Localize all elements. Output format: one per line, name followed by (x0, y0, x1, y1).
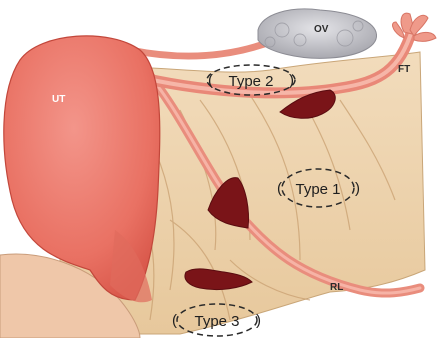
ovarian-ligament (130, 40, 275, 56)
type-2-paren-right: ) (289, 72, 294, 89)
type-3-paren-right: ) (256, 312, 261, 329)
round-ligament-label: RL (330, 282, 343, 293)
type-3-paren-left: ( (172, 312, 177, 329)
uterus-label: UT (52, 94, 65, 105)
type-1-paren-left: ( (277, 180, 282, 197)
type-1-paren-right: ) (355, 180, 360, 197)
type-1-label: Type 1 (295, 181, 340, 198)
fallopian-tube-label: FT (398, 64, 410, 75)
fimbriae (393, 13, 436, 41)
type-2-paren-left: ( (208, 72, 213, 89)
type-2-label: Type 2 (228, 73, 273, 90)
ovary-label: OV (314, 24, 329, 35)
type-3-label: Type 3 (194, 313, 239, 330)
